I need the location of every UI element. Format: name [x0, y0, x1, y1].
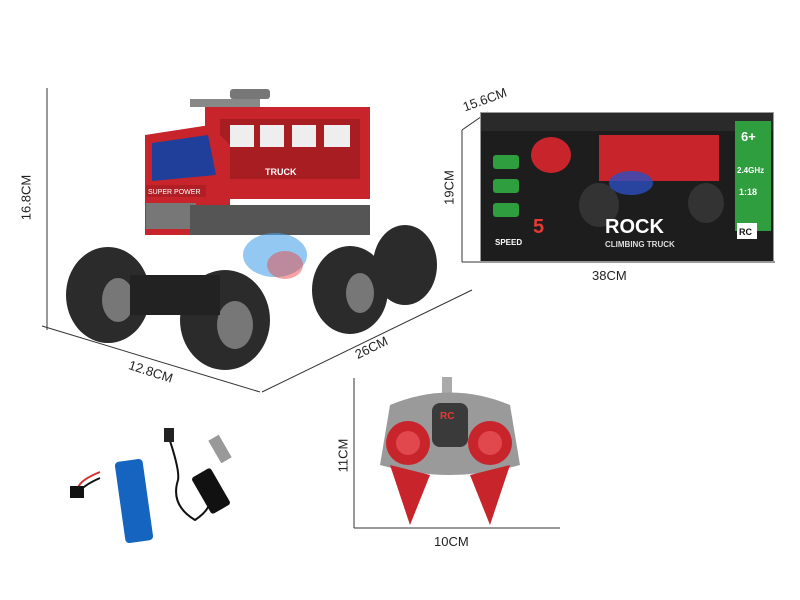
box-speed-number: 5 — [533, 216, 544, 238]
box-title-line1: ROCK — [605, 216, 664, 238]
remote-height-label: 11CM — [335, 438, 351, 473]
battery-charger-image — [70, 428, 232, 544]
box-frequency: 2.4GHz — [737, 166, 764, 175]
box-age: 6+ — [741, 129, 756, 144]
box-scale: 1:18 — [739, 187, 757, 197]
rc-truck-image: TRUCK SUPER POWER — [66, 89, 437, 370]
box-title-line2: CLIMBING TRUCK — [605, 240, 675, 249]
truck-cab-badge: SUPER POWER — [148, 189, 201, 196]
remote-width-label: 10CM — [434, 534, 469, 549]
box-speed: SPEED — [495, 238, 522, 247]
truck-height-label: 16.8CM — [18, 174, 34, 221]
box-length-label: 38CM — [592, 268, 627, 283]
remote-controller-image: RC — [380, 377, 520, 525]
truck-side-text: TRUCK — [265, 167, 297, 177]
box-rc: RC — [739, 227, 752, 237]
remote-logo: RC — [440, 411, 454, 422]
product-box: 6+ 2.4GHz 1:18 RC SPEED 5 ROCK CLIMBING … — [480, 112, 774, 262]
